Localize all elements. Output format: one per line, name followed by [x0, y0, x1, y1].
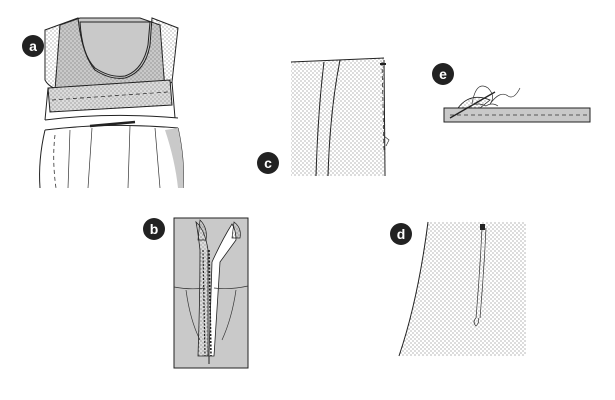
- svg-text:e: e: [439, 66, 447, 82]
- badge-b: b: [143, 218, 165, 240]
- badge-e: e: [432, 63, 454, 85]
- panel-e-hand-stitch: [443, 85, 591, 123]
- panel-a-bodice: [39, 17, 184, 189]
- svg-text:b: b: [150, 221, 159, 237]
- svg-text:c: c: [264, 155, 272, 171]
- panel-d-finished-zip: [398, 221, 526, 357]
- badge-c: c: [257, 152, 279, 174]
- panel-c-seam: [290, 57, 390, 177]
- svg-text:a: a: [29, 38, 37, 54]
- badge-d: d: [390, 223, 412, 245]
- badge-a: a: [22, 35, 44, 57]
- svg-text:d: d: [397, 226, 406, 242]
- panel-b-zipper: [173, 217, 249, 369]
